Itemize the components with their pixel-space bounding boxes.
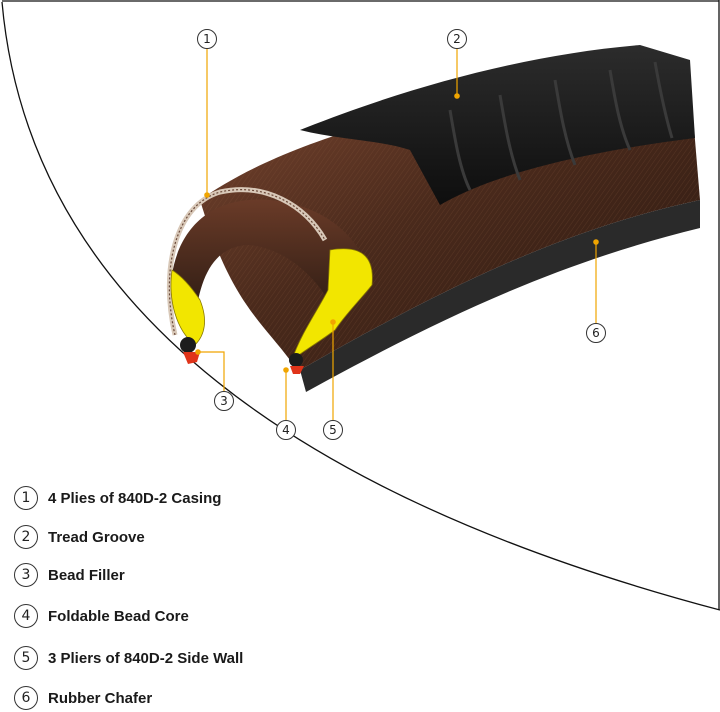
legend-number: 5 (14, 646, 38, 670)
tread (300, 45, 695, 205)
frame-arc (1, 1, 720, 611)
legend-number: 1 (14, 486, 38, 510)
callout-2-marker: 2 (447, 29, 467, 49)
bead-core-left-red (183, 352, 200, 364)
callout-3-marker: 3 (214, 391, 234, 411)
legend-item-3: 3 Bead Filler (14, 561, 125, 589)
legend-item-6: 6 Rubber Chafer (14, 684, 152, 712)
legend-label: Foldable Bead Core (48, 607, 189, 625)
bead-filler-right (291, 248, 373, 362)
legend-label: 4 Plies of 840D-2 Casing (48, 489, 222, 507)
tread-grooves (448, 61, 674, 191)
legend-label: Rubber Chafer (48, 689, 153, 707)
legend-item-2: 2 Tread Groove (14, 523, 145, 551)
bead-filler-left (170, 269, 205, 346)
rubber-chafer-band (300, 200, 700, 392)
casing-ply-outline (166, 187, 328, 336)
legend-item-4: 4 Foldable Bead Core (14, 602, 189, 630)
bead-core-right-red (290, 366, 304, 374)
callout-4-marker: 4 (276, 420, 296, 440)
leader-lines (195, 48, 599, 420)
legend-label: 3 Pliers of 840D-2 Side Wall (48, 649, 244, 667)
legend-number: 3 (14, 563, 38, 587)
legend-item-1: 1 4 Plies of 840D-2 Casing (14, 484, 221, 512)
callout-1-marker: 1 (197, 29, 217, 49)
legend-number: 4 (14, 604, 38, 628)
legend-item-5: 5 3 Pliers of 840D-2 Side Wall (14, 644, 243, 672)
bead-core-left (180, 337, 196, 353)
legend-number: 6 (14, 686, 38, 710)
legend-label: Tread Groove (48, 528, 145, 546)
legend-label: Bead Filler (48, 566, 125, 584)
legend-number: 2 (14, 525, 38, 549)
callout-6-marker: 6 (586, 323, 606, 343)
bead-core-right (289, 353, 303, 367)
callout-5-marker: 5 (323, 420, 343, 440)
